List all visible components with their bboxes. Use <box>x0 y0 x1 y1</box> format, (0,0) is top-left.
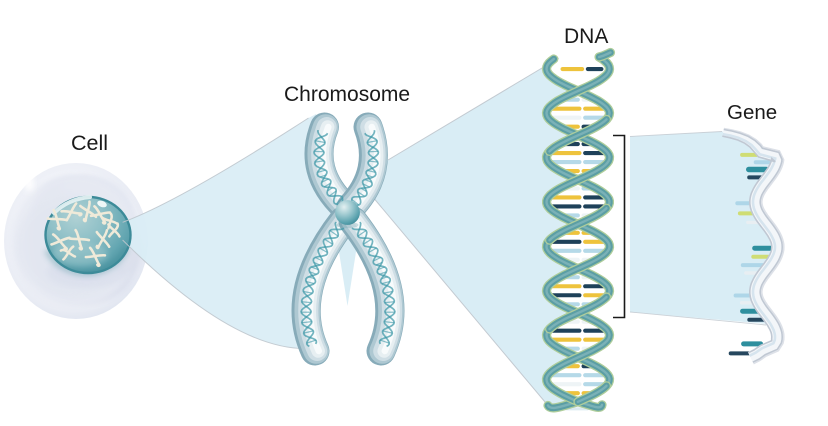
svg-text:Gene: Gene <box>727 101 777 124</box>
svg-text:Chromosome: Chromosome <box>284 83 410 106</box>
svg-text:DNA: DNA <box>564 25 608 48</box>
svg-text:Cell: Cell <box>71 131 108 155</box>
